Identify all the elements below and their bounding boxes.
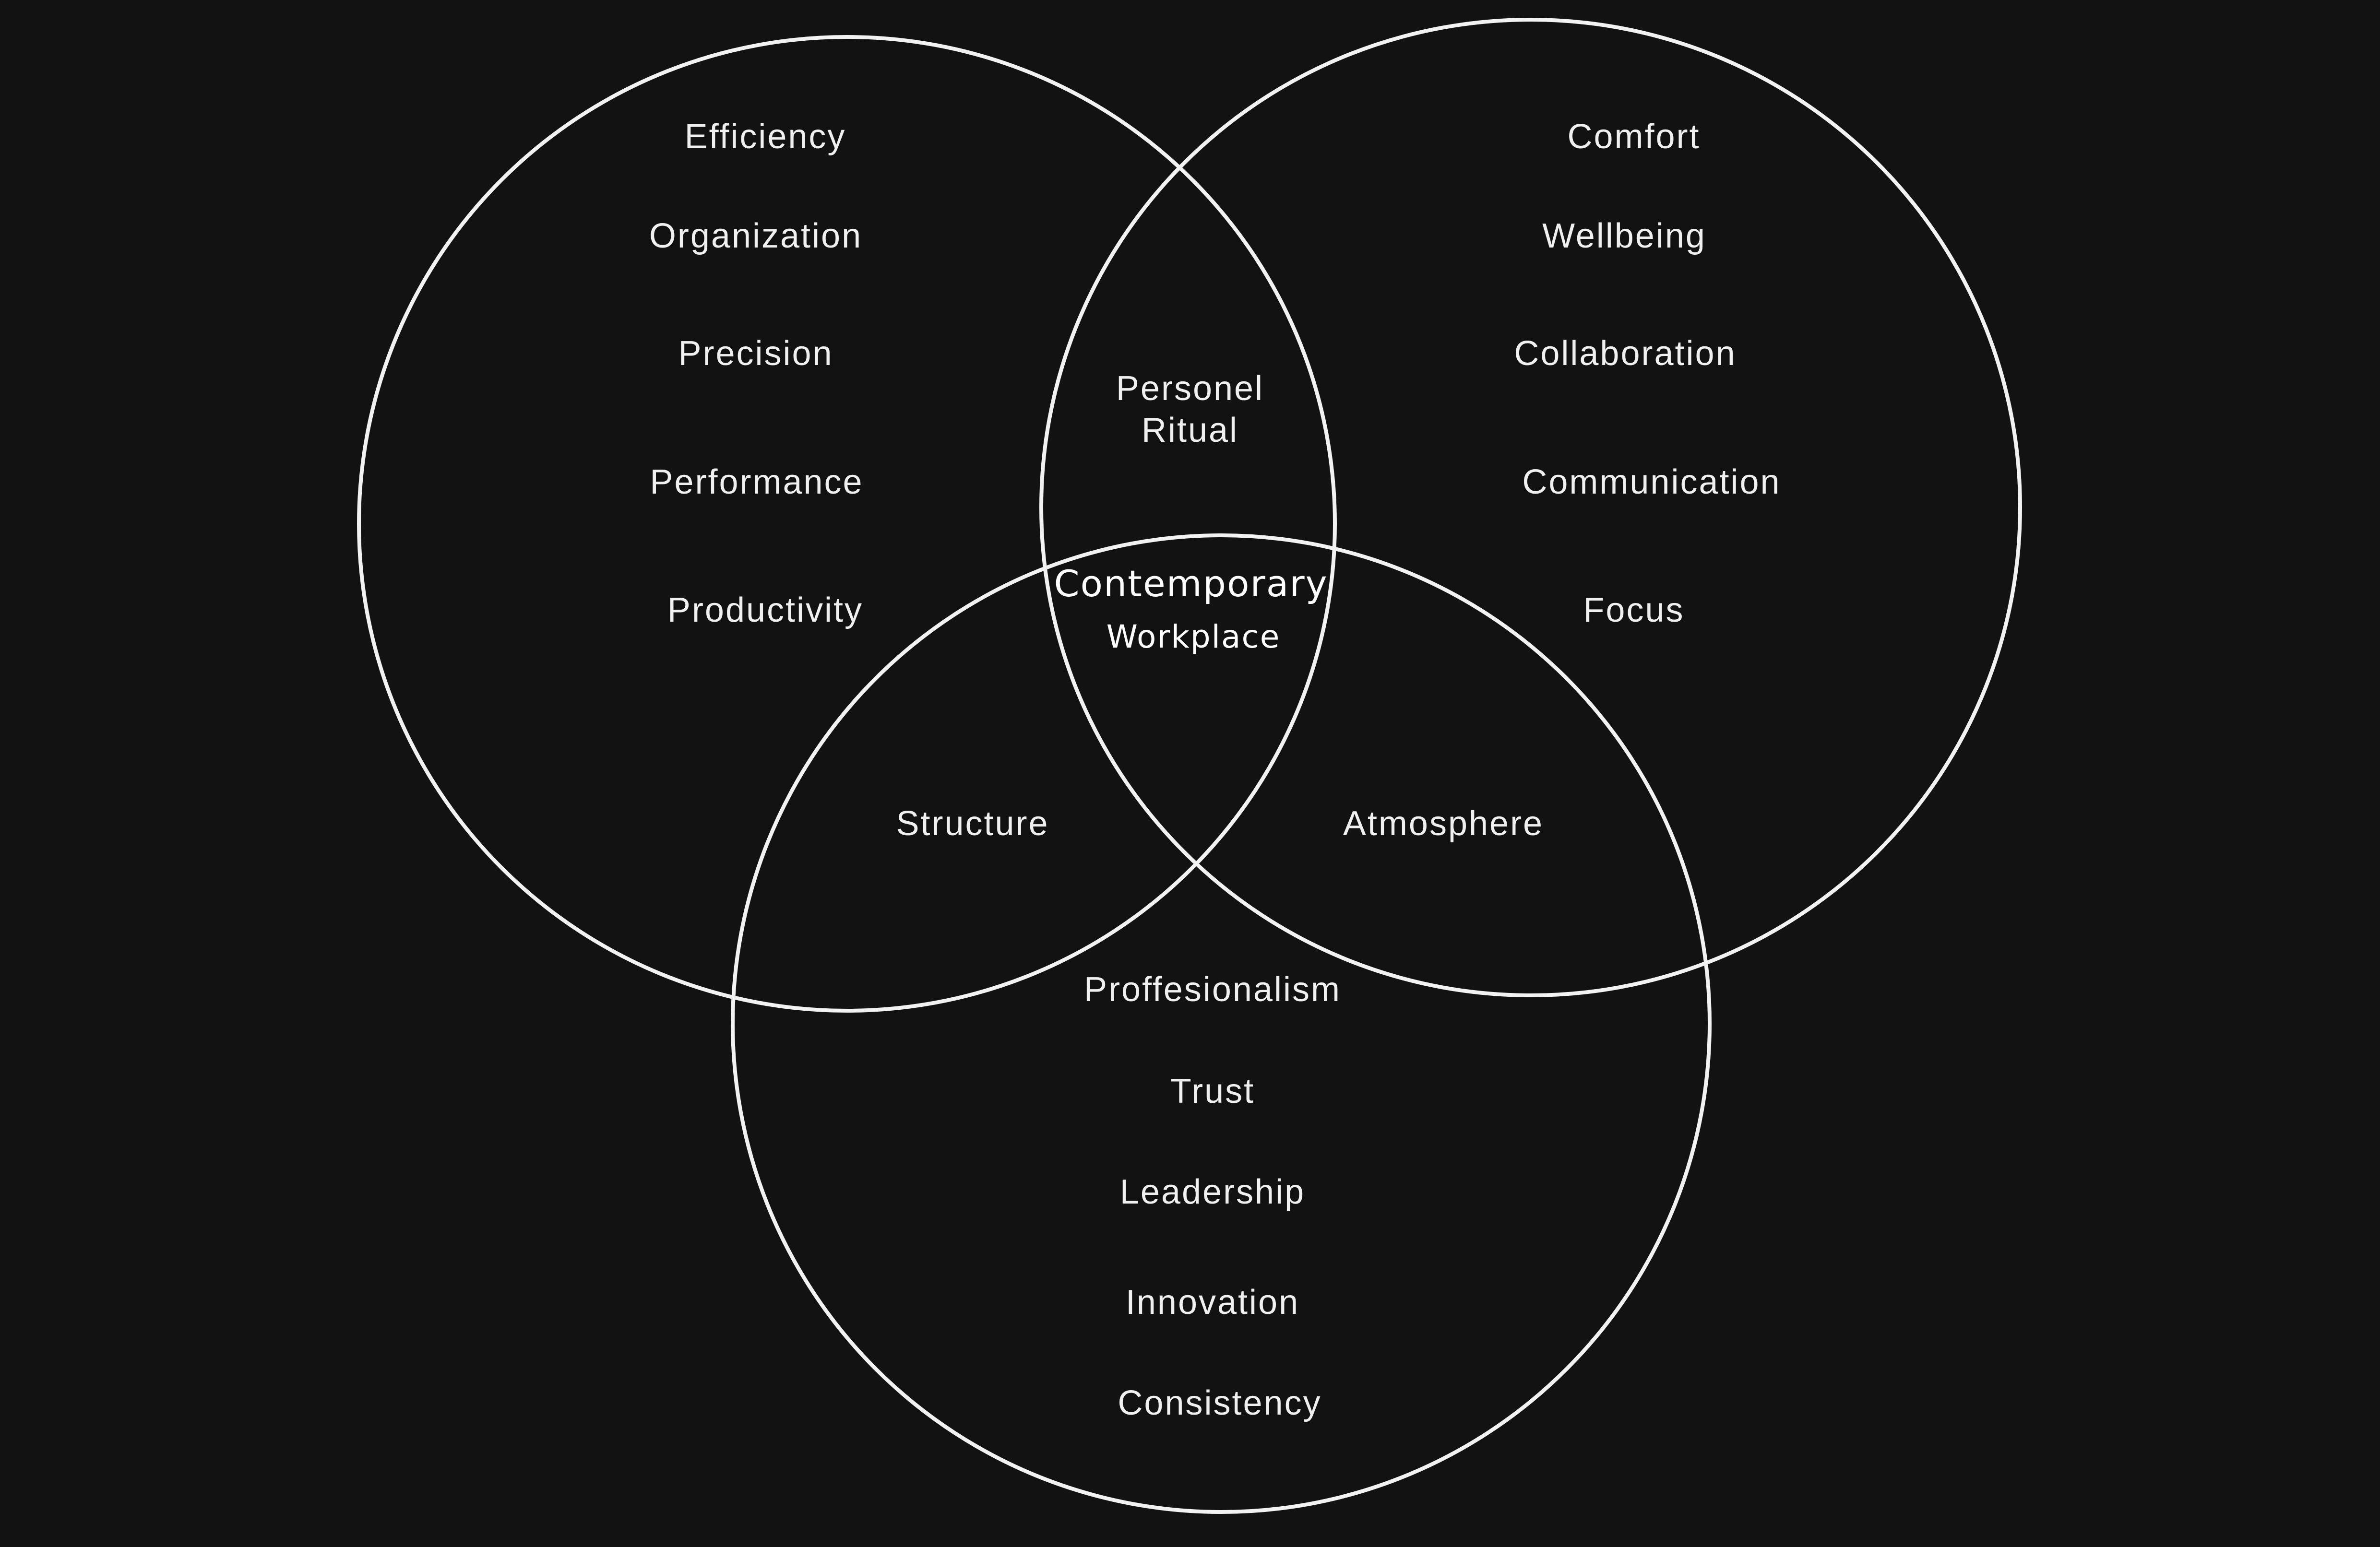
center-title-line2: Workplace bbox=[1107, 618, 1281, 655]
overlap-left-right-line2: Ritual bbox=[1142, 411, 1238, 449]
left-item-precision: Precision bbox=[678, 334, 833, 373]
left-item-performance: Performance bbox=[650, 463, 863, 501]
bottom-circle bbox=[731, 533, 1712, 1514]
right-item-comfort: Comfort bbox=[1567, 118, 1700, 156]
bottom-item-leadership: Leadership bbox=[1120, 1173, 1305, 1211]
overlap-left-bottom: Structure bbox=[896, 804, 1049, 843]
left-item-efficiency: Efficiency bbox=[685, 118, 846, 156]
right-item-collaboration: Collaboration bbox=[1514, 334, 1736, 373]
right-circle bbox=[1039, 18, 2022, 997]
right-item-wellbeing: Wellbeing bbox=[1542, 217, 1706, 255]
left-circle bbox=[357, 35, 1337, 1013]
overlap-right-bottom: Atmosphere bbox=[1343, 804, 1544, 843]
right-item-focus: Focus bbox=[1583, 591, 1684, 629]
bottom-item-innovation: Innovation bbox=[1126, 1283, 1299, 1322]
right-item-communication: Communication bbox=[1522, 463, 1781, 501]
overlap-left-right-line1: Personel bbox=[1116, 369, 1264, 408]
bottom-item-consistency: Consistency bbox=[1118, 1384, 1321, 1422]
center-title-line1: Contemporary bbox=[1054, 562, 1328, 605]
bottom-item-proffesionalism: Proffesionalism bbox=[1084, 970, 1341, 1009]
bottom-item-trust: Trust bbox=[1170, 1072, 1255, 1110]
left-item-productivity: Productivity bbox=[667, 591, 863, 629]
left-item-organization: Organization bbox=[649, 217, 862, 255]
